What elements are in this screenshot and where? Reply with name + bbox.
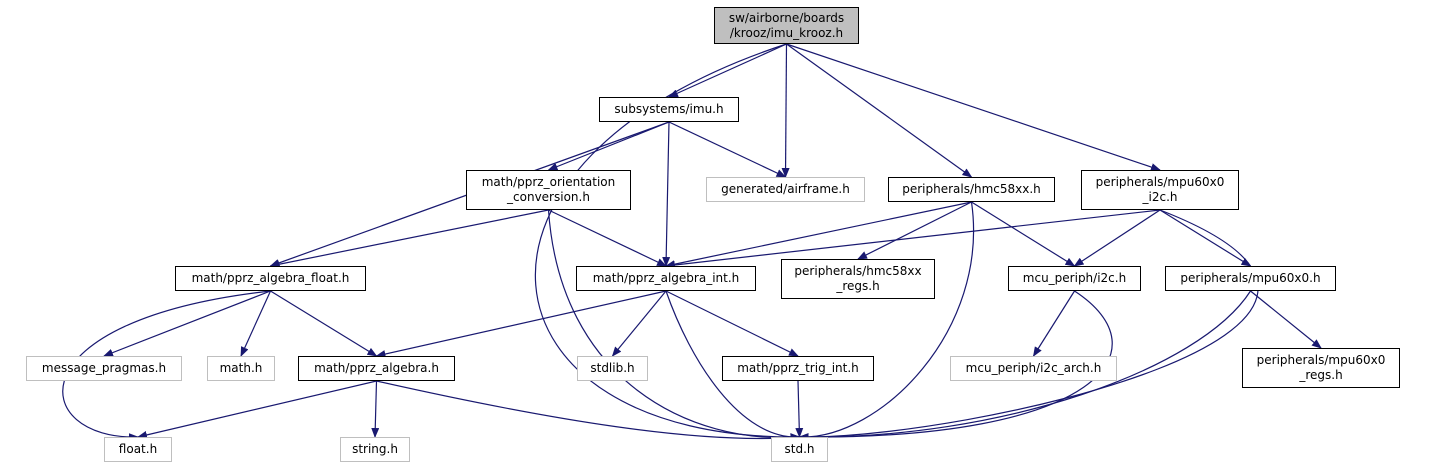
edge-mpu60x0-to-mpu60x0-regs <box>1250 290 1322 349</box>
edge-pprz-orientation-conversion-to-pprz-algebra-int <box>548 209 667 267</box>
node-pprz-orientation-conversion[interactable]: math/pprz_orientation _conversion.h <box>466 170 631 210</box>
edge-mcu-periph-i2c-to-std-h <box>798 290 1113 442</box>
edge-pprz-algebra-float-to-pprz-algebra <box>270 290 378 357</box>
node-float-h: float.h <box>104 437 172 462</box>
node-math-h: math.h <box>207 356 275 381</box>
node-pprz-trig-int[interactable]: math/pprz_trig_int.h <box>722 356 874 381</box>
edge-subsystems-imu-to-pprz-algebra-int <box>662 121 671 267</box>
edge-pprz-algebra-to-float-h <box>137 380 377 439</box>
node-string-h: string.h <box>340 437 410 462</box>
node-pprz-algebra-float[interactable]: math/pprz_algebra_float.h <box>175 266 366 291</box>
node-mcu-periph-i2c[interactable]: mcu_periph/i2c.h <box>1008 266 1141 291</box>
node-mpu60x0-i2c[interactable]: peripherals/mpu60x0 _i2c.h <box>1081 170 1239 210</box>
node-message-pragmas: message_pragmas.h <box>26 356 182 381</box>
edge-pprz-algebra-int-to-std-h <box>665 290 801 442</box>
edge-pprz-orientation-conversion-to-pprz-algebra-float <box>269 209 549 269</box>
edge-mcu-periph-i2c-to-i2c-arch <box>1032 290 1076 357</box>
edge-mpu60x0-i2c-to-mpu60x0 <box>1159 209 1252 267</box>
edge-hmc58xx-to-hmc58xx-regs <box>857 201 972 260</box>
edge-pprz-algebra-float-to-message-pragmas <box>103 290 271 357</box>
edge-subsystems-imu-to-generated-airframe <box>668 121 787 178</box>
node-generated-airframe: generated/airframe.h <box>706 177 865 202</box>
node-imu-krooz: sw/airborne/boards /krooz/imu_krooz.h <box>714 7 859 44</box>
edge-hmc58xx-to-mcu-periph-i2c <box>971 201 1076 267</box>
edge-hmc58xx-to-std-h <box>798 201 974 442</box>
node-mpu60x0-regs[interactable]: peripherals/mpu60x0 _regs.h <box>1242 348 1400 388</box>
edge-mpu60x0-i2c-to-mcu-periph-i2c <box>1073 209 1161 267</box>
edge-pprz-algebra-int-to-stdlib <box>611 290 667 357</box>
edge-pprz-algebra-to-std-h <box>376 380 801 442</box>
edge-mpu60x0-i2c-to-std-h <box>798 209 1259 442</box>
node-mpu60x0[interactable]: peripherals/mpu60x0.h <box>1165 266 1336 291</box>
node-pprz-algebra-int[interactable]: math/pprz_algebra_int.h <box>576 266 756 291</box>
node-stdlib: stdlib.h <box>577 356 648 381</box>
node-hmc58xx[interactable]: peripherals/hmc58xx.h <box>888 177 1055 202</box>
node-std-h: std.h <box>771 437 828 462</box>
edge-pprz-trig-int-to-std-h <box>795 380 804 438</box>
edge-imu-krooz-to-mpu60x0-i2c <box>786 43 1161 171</box>
edge-hmc58xx-to-pprz-algebra-int <box>665 201 972 269</box>
node-hmc58xx-regs[interactable]: peripherals/hmc58xx _regs.h <box>781 259 935 299</box>
node-i2c-arch: mcu_periph/i2c_arch.h <box>950 356 1117 381</box>
node-pprz-algebra[interactable]: math/pprz_algebra.h <box>298 356 455 381</box>
edge-pprz-algebra-int-to-pprz-trig-int <box>665 290 799 357</box>
edge-pprz-algebra-float-to-math-h <box>240 290 272 357</box>
edge-mpu60x0-i2c-to-pprz-algebra-int <box>665 209 1161 269</box>
edge-subsystems-imu-to-pprz-orientation-conversion <box>547 121 670 171</box>
edge-mpu60x0-to-std-h <box>798 290 1252 442</box>
edge-imu-krooz-to-subsystems-imu <box>668 43 787 98</box>
node-subsystems-imu[interactable]: subsystems/imu.h <box>599 97 739 122</box>
edge-imu-krooz-to-hmc58xx <box>786 43 973 178</box>
edge-pprz-orientation-conversion-to-std-h <box>547 209 801 442</box>
edge-imu-krooz-to-generated-airframe <box>781 43 790 178</box>
edge-pprz-algebra-to-string-h <box>371 380 380 438</box>
edge-pprz-algebra-int-to-pprz-algebra <box>375 290 667 358</box>
